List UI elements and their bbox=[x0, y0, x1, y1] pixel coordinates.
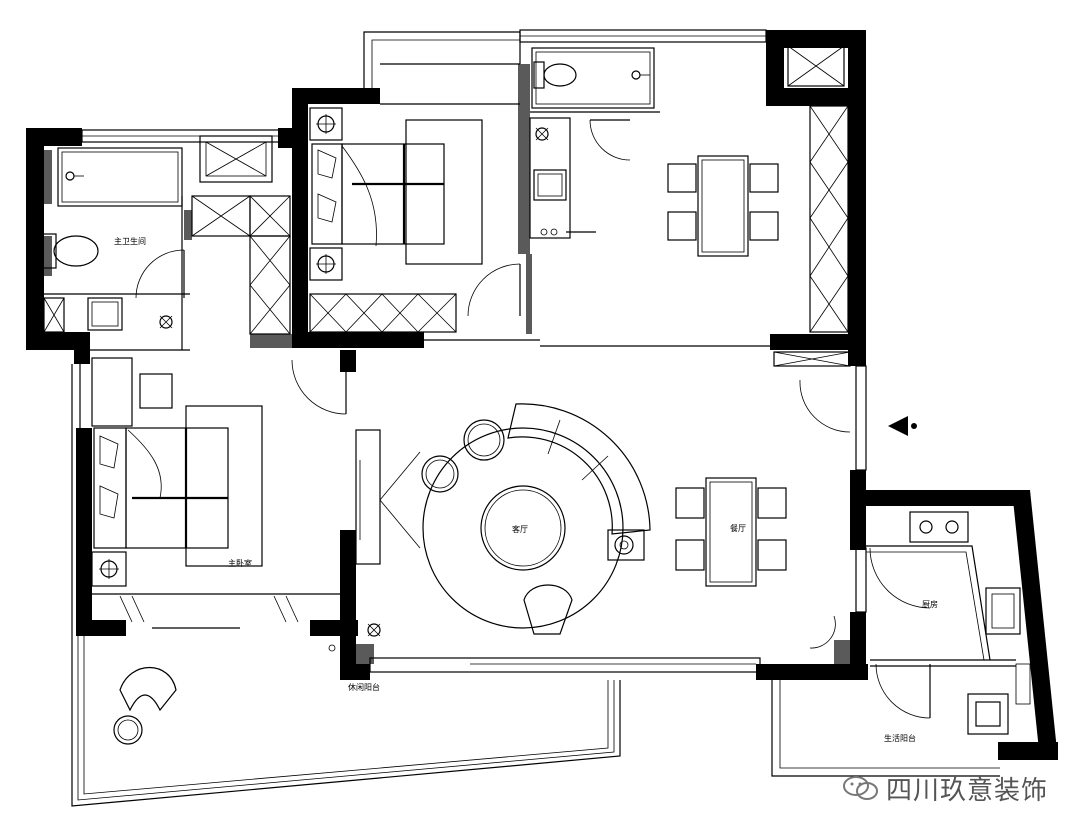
label-master-bath: 主卫生间 bbox=[114, 236, 146, 246]
master-bath-fixtures bbox=[41, 135, 273, 351]
label-leisure-balcony: 休闲阳台 bbox=[348, 682, 380, 692]
leisure-balcony-outline bbox=[71, 636, 621, 807]
room-labels: 主卫生间 主卧室 客厅 餐厅 厨房 休闲阳台 生活阳台 bbox=[114, 236, 938, 743]
hatched-walls bbox=[44, 64, 850, 664]
living-room-furniture bbox=[328, 403, 651, 652]
kitchen-fixtures bbox=[866, 511, 1021, 719]
wardrobes bbox=[191, 195, 291, 335]
windows bbox=[71, 29, 867, 673]
walls bbox=[26, 30, 1058, 760]
label-service-balcony: 生活阳台 bbox=[884, 733, 916, 743]
upper-dining-set bbox=[540, 45, 851, 367]
wechat-logo-icon bbox=[843, 776, 878, 800]
dining-furniture bbox=[675, 379, 851, 649]
label-kitchen: 厨房 bbox=[922, 599, 938, 609]
watermark-text: 四川玖意装饰 bbox=[886, 775, 1049, 806]
label-dining-room: 餐厅 bbox=[730, 524, 746, 533]
bath-2-fixtures bbox=[529, 47, 660, 239]
bedroom-2-furniture bbox=[309, 107, 540, 341]
label-living-room: 客厅 bbox=[512, 524, 528, 534]
entrance-marker-icon bbox=[888, 416, 917, 436]
label-master-bedroom: 主卧室 bbox=[228, 558, 252, 568]
service-balcony-outline bbox=[771, 659, 1031, 777]
watermark: 四川玖意装饰 bbox=[842, 770, 1072, 806]
master-bedroom-furniture bbox=[91, 357, 347, 629]
